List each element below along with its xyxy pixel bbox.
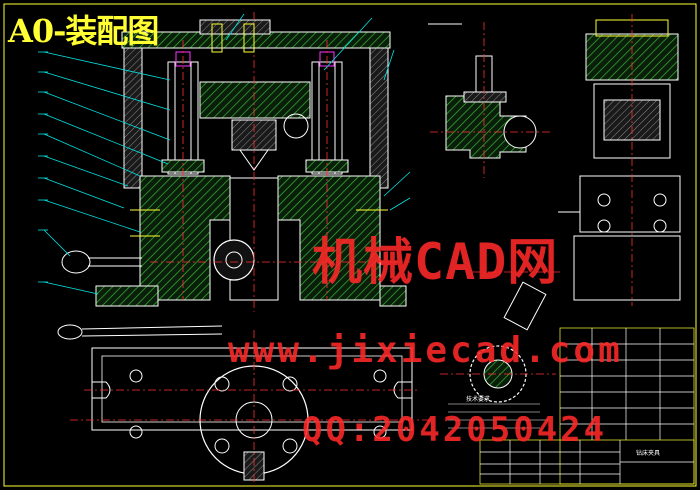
cam-inner <box>225 251 243 269</box>
top-view-bolt-holes <box>129 369 387 454</box>
bolts <box>130 23 388 237</box>
leader-lines <box>43 13 411 295</box>
section-bore <box>503 115 537 149</box>
top-view-centerlines <box>70 330 430 486</box>
title-block-product: 钻床夹具 <box>636 450 661 457</box>
front-view <box>38 12 411 312</box>
base-bottom-left <box>95 285 159 307</box>
drawing-frame <box>3 3 697 487</box>
drill-tip <box>239 149 269 171</box>
front-centerlines <box>150 12 410 312</box>
detail-gear-view <box>440 271 560 403</box>
top-view-handle <box>57 324 223 340</box>
watermark-url: www.jixiecad.com <box>228 330 623 371</box>
side-holes <box>597 193 667 233</box>
notes-heading: 技术要求 <box>466 396 491 403</box>
left-column <box>123 47 143 189</box>
technical-notes-lines <box>448 403 548 429</box>
right-column <box>369 47 389 189</box>
callout-ticks <box>38 51 48 283</box>
drawing-title: A0-装配图 <box>8 12 159 50</box>
base-body <box>139 175 231 301</box>
side-plate <box>579 175 681 233</box>
top-view <box>57 324 430 486</box>
knob <box>283 113 309 139</box>
top-view-base-inner <box>101 355 403 423</box>
title-block <box>479 327 695 485</box>
section-view-a <box>428 22 550 178</box>
side-lower <box>573 235 681 301</box>
watermark-qq: QQ:2042050424 <box>302 410 608 450</box>
detail-arm <box>503 281 547 331</box>
drill-plate <box>199 81 311 119</box>
watermark-site-name: 机械CAD网 <box>312 233 559 291</box>
cam-outer <box>213 239 255 281</box>
side-view <box>558 14 681 306</box>
section-nut <box>463 91 507 103</box>
handle <box>61 250 142 274</box>
base-body-right <box>277 175 381 301</box>
left-guide-post <box>161 51 205 175</box>
base-bottom-right <box>379 285 407 307</box>
top-view-base <box>91 347 413 431</box>
section-body <box>445 95 527 159</box>
